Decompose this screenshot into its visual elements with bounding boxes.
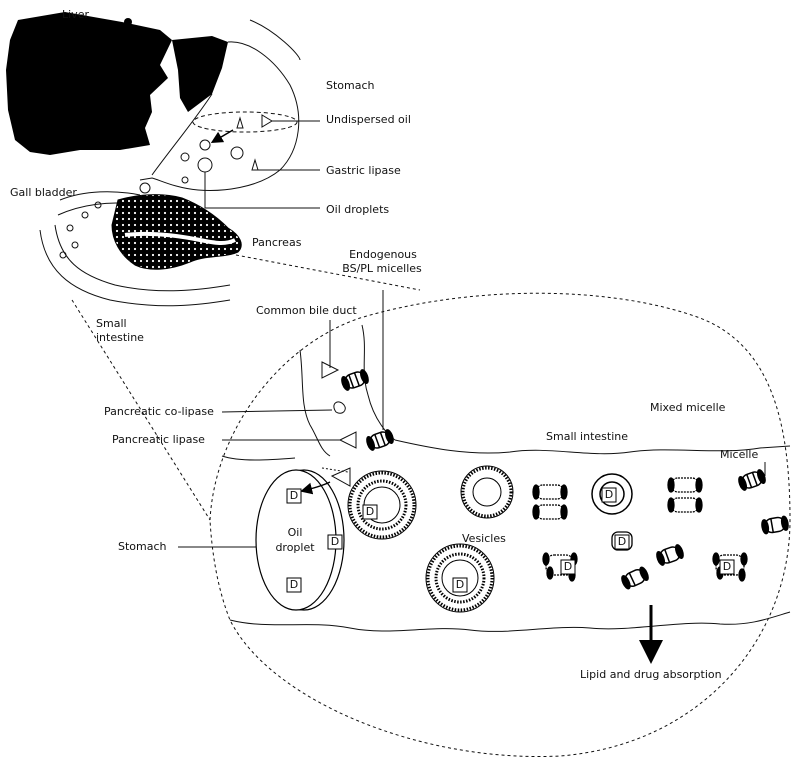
liver-shape [6,12,228,155]
drug-label: D [328,535,342,549]
label-liver: Liver [62,8,89,21]
label-endogenous-1: Endogenous [338,248,428,261]
drug-label: D [615,535,629,549]
label-pancreatic-colipase: Pancreatic co-lipase [104,405,214,418]
drug-label: D [561,560,575,574]
drug-label: D [363,505,377,519]
label-small-intestine-right: Small intestine [546,430,628,443]
label-micelle: Micelle [720,448,758,461]
label-vesicles: Vesicles [462,532,506,545]
oil-droplets-upper [140,140,243,193]
label-endogenous-2: BS/PL micelles [332,262,432,275]
label-gastric-lipase: Gastric lipase [326,164,401,177]
zoom-connectors [72,255,420,520]
drug-label: D [602,488,616,502]
label-mixed-micelle: Mixed micelle [650,401,725,414]
drug-label: D [287,578,301,592]
label-common-bile-duct: Common bile duct [256,304,357,317]
label-stomach-left: Stomach [118,540,167,553]
gastric-lipase-icons [237,115,272,170]
leader-lines-upper [205,121,320,208]
label-small-intestine-2: intestine [96,331,144,344]
drug-label: D [453,578,467,592]
label-absorption: Lipid and drug absorption [580,668,722,681]
label-oil-droplets: Oil droplets [326,203,389,216]
pancreas-shape [112,195,241,270]
label-stomach-top: Stomach [326,79,375,92]
label-pancreatic-lipase: Pancreatic lipase [112,433,205,446]
drug-label: D [287,489,301,503]
label-oil-2: droplet [270,541,320,554]
label-gall-bladder: Gall bladder [10,186,77,199]
label-oil-1: Oil [270,526,320,539]
label-small-intestine-1: Small [96,317,127,330]
label-undispersed-oil: Undispersed oil [326,113,411,126]
drug-label: D [720,560,734,574]
dispersion-arrow [216,130,233,140]
label-pancreas: Pancreas [252,236,301,249]
